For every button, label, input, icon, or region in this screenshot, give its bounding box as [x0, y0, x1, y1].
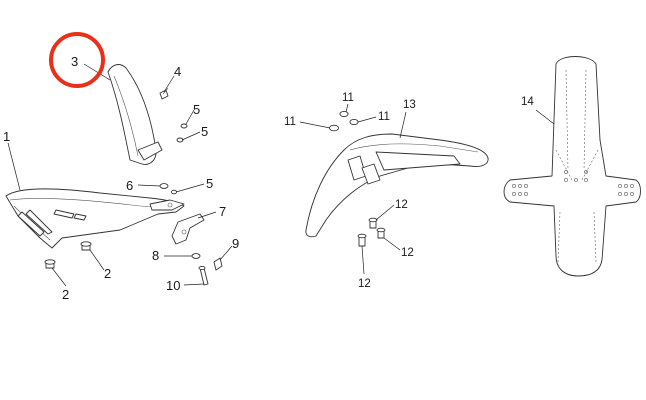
- callout-2b: 2: [104, 266, 111, 281]
- callout-11a: 11: [342, 92, 354, 104]
- part-washer-8[interactable]: [191, 253, 201, 259]
- callout-9: 9: [232, 236, 239, 251]
- callout-4: 4: [174, 64, 181, 79]
- part-nut-5c[interactable]: [171, 189, 177, 195]
- part-mud-flap[interactable]: [503, 56, 641, 277]
- part-nut-5b[interactable]: [176, 137, 184, 143]
- callout-3[interactable]: 3: [71, 54, 78, 69]
- callout-12a: 12: [395, 199, 408, 211]
- callout-11c: 11: [284, 116, 296, 128]
- part-nut-5a[interactable]: [180, 123, 188, 129]
- callout-2a: 2: [62, 287, 69, 302]
- callout-14: 14: [521, 96, 534, 108]
- part-screw-2b[interactable]: [80, 241, 92, 251]
- part-screw-2a[interactable]: [44, 259, 56, 269]
- leader-lines: [7, 63, 555, 287]
- part-chain-guard[interactable]: [5, 188, 185, 249]
- callout-10: 10: [166, 278, 180, 293]
- callout-5b: 5: [201, 124, 208, 139]
- callout-5a: 5: [193, 102, 200, 117]
- part-front-fender[interactable]: [305, 133, 489, 238]
- callout-1: 1: [3, 129, 10, 144]
- callout-6: 6: [126, 178, 133, 193]
- highlight-circle: [49, 32, 105, 88]
- part-grommet-11b[interactable]: [349, 118, 359, 126]
- part-bracket-7[interactable]: [171, 213, 205, 245]
- callout-13: 13: [403, 99, 416, 111]
- callout-5c: 5: [206, 176, 213, 191]
- part-rear-hugger[interactable]: [107, 64, 163, 165]
- part-bolt-4[interactable]: [159, 87, 169, 100]
- part-washer-6[interactable]: [159, 183, 169, 189]
- callout-8: 8: [152, 248, 159, 263]
- part-grommet-11a[interactable]: [339, 110, 349, 118]
- part-screw-12b[interactable]: [376, 227, 386, 239]
- callout-7: 7: [219, 204, 226, 219]
- part-clip-9[interactable]: [213, 257, 223, 271]
- part-screw-12c[interactable]: [357, 233, 367, 247]
- part-grommet-11c[interactable]: [329, 124, 339, 132]
- callout-11b: 11: [378, 111, 390, 123]
- part-bolt-10[interactable]: [198, 265, 209, 286]
- callout-12c: 12: [358, 278, 371, 290]
- part-screw-12a[interactable]: [368, 217, 378, 229]
- callout-12b: 12: [401, 247, 414, 259]
